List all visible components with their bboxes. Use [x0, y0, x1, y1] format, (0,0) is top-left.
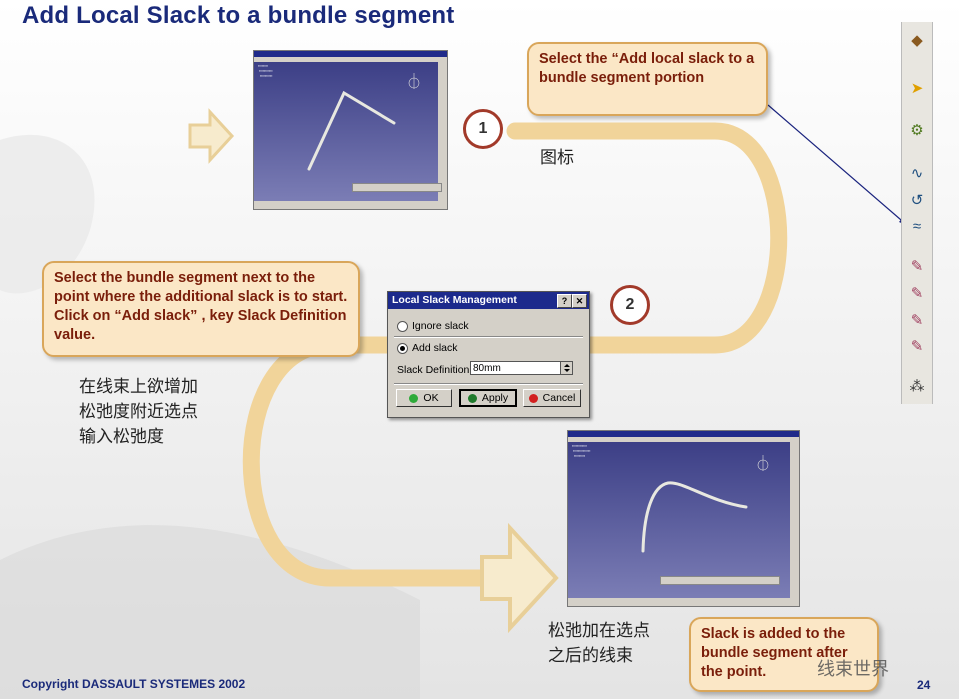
tool-a-icon[interactable]: ✎: [910, 258, 924, 275]
tool-d-icon[interactable]: ✎: [910, 338, 924, 355]
note-icon-cn: 图标: [540, 148, 574, 168]
radio-dot: [397, 320, 408, 332]
page-title: Add Local Slack to a bundle segment: [22, 2, 455, 29]
ok-button[interactable]: OK: [396, 389, 452, 407]
pointer-line: [767, 104, 909, 227]
curve-icon[interactable]: ↺: [910, 192, 924, 209]
copyright: Copyright DASSAULT SYSTEMES 2002: [22, 677, 246, 691]
note-result-cn: 松弛加在选点 之后的线束: [548, 621, 650, 666]
step-1-marker: 1: [463, 109, 503, 149]
dialog-titlebar: Local Slack Management ? ✕: [388, 292, 589, 309]
ignore-slack-radio[interactable]: Ignore slack: [397, 320, 469, 332]
arrow-bottom-icon: [480, 522, 559, 634]
cancel-button[interactable]: Cancel: [523, 389, 581, 407]
watermark-text: 线束世界: [817, 659, 889, 680]
radio-dot-selected: [397, 342, 408, 354]
apply-label: Apply: [481, 392, 509, 404]
ok-icon: [409, 393, 419, 403]
callout-step1: Select the “Add local slack to a bundle …: [527, 42, 768, 116]
ok-label: OK: [423, 392, 439, 404]
add-slack-label: Add slack: [412, 342, 458, 354]
screenshot-before: ▪▪▪▪▪▪▪▪ ▪▪▪▪▪▪▪▪▪▪▪ ▪▪▪▪▪▪▪▪▪▪: [253, 50, 448, 210]
apply-button[interactable]: Apply: [459, 389, 517, 407]
divider: [394, 383, 583, 385]
electrical-toolbar: ◆ ➤ ⚙ ∿ ↺ ≈ ✎ ✎ ✎ ✎ ⁂: [901, 22, 933, 404]
divider: [394, 336, 583, 338]
cancel-icon: [528, 393, 538, 403]
page-number: 24: [917, 678, 931, 692]
pointer-icon[interactable]: ➤: [910, 80, 924, 97]
step-2-marker: 2: [610, 285, 650, 325]
gear-icon[interactable]: ⚙: [910, 122, 924, 139]
callout-step2: Select the bundle segment next to the po…: [42, 261, 360, 357]
note-select-cn: 在线束上欲增加 松弛度附近选点 输入松弛度: [79, 377, 198, 447]
add-slack-radio[interactable]: Add slack: [397, 342, 458, 354]
spec-tree: ▪▪▪▪▪▪▪▪ ▪▪▪▪▪▪▪▪▪▪▪ ▪▪▪▪▪▪▪▪▪▪: [258, 64, 273, 78]
apply-icon: [467, 393, 477, 403]
bundle-icon[interactable]: ◆: [911, 32, 923, 49]
local-slack-dialog: Local Slack Management ? ✕ Ignore slack …: [387, 291, 590, 418]
spec-tree: ▪▪▪▪▪▪▪▪▪▪▪▪ ▪▪▪▪▪▪▪▪▪▪▪▪▪▪ ▪▪▪▪▪▪▪▪▪: [572, 444, 591, 458]
close-button[interactable]: ✕: [572, 294, 587, 308]
ignore-slack-label: Ignore slack: [412, 320, 469, 332]
cancel-label: Cancel: [542, 392, 576, 404]
slack-icon[interactable]: ≈: [912, 218, 922, 235]
slack-spinner[interactable]: [560, 361, 573, 375]
tool-b-icon[interactable]: ✎: [910, 285, 924, 302]
slack-definition-label: Slack Definition:: [397, 364, 473, 376]
tool-c-icon[interactable]: ✎: [910, 312, 924, 329]
arrow-left-icon: [188, 108, 235, 164]
callout-result: Slack is added to the bundle segment aft…: [689, 617, 879, 692]
dialog-title: Local Slack Management: [392, 294, 517, 306]
network-icon[interactable]: ⁂: [909, 378, 925, 395]
help-button[interactable]: ?: [557, 294, 572, 308]
route-icon[interactable]: ∿: [910, 165, 924, 182]
slack-definition-input[interactable]: 80mm: [470, 361, 566, 375]
screenshot-after: ▪▪▪▪▪▪▪▪▪▪▪▪ ▪▪▪▪▪▪▪▪▪▪▪▪▪▪ ▪▪▪▪▪▪▪▪▪: [567, 430, 800, 607]
